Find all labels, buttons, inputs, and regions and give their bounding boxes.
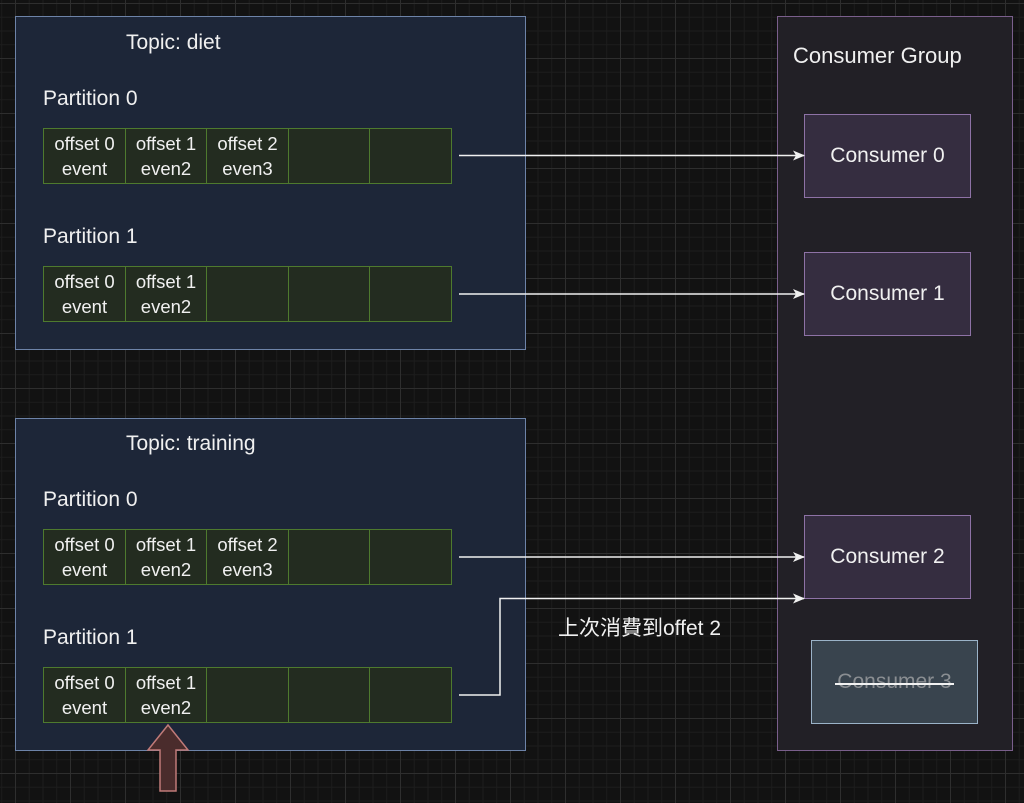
cell-offset: offset 1 (135, 672, 197, 693)
consumer-0-box: Consumer 0 (804, 114, 971, 198)
consumer-2-label: Consumer 2 (830, 545, 945, 568)
log-cell: offset 1 even2 (124, 667, 208, 723)
diet-partition-0-label: Partition 0 (43, 87, 138, 110)
cell-offset: offset 0 (54, 534, 115, 555)
log-cell-empty (206, 266, 289, 322)
log-cell: offset 0 event (43, 529, 126, 585)
log-cell: offset 0 event (43, 266, 126, 322)
cell-event: event (61, 296, 108, 317)
cell-event: event (61, 158, 108, 179)
cell-event: event (61, 697, 108, 718)
consumer-1-box: Consumer 1 (804, 252, 971, 336)
consumer-2-box: Consumer 2 (804, 515, 971, 599)
cell-event: event (61, 559, 108, 580)
log-cell: offset 2 even3 (206, 128, 289, 184)
log-cell-empty (369, 128, 452, 184)
diet-partition-0-log: offset 0 event offset 1 even2 offset 2 even… (43, 128, 452, 184)
log-cell-empty (287, 128, 371, 184)
log-cell: offset 0 event (43, 667, 126, 723)
cell-offset: offset 1 (135, 534, 197, 555)
cell-event: even2 (140, 559, 192, 580)
cell-event: even3 (222, 559, 273, 580)
cell-event: even2 (140, 697, 192, 718)
cell-offset: offset 0 (54, 133, 115, 154)
consumer-3-box-removed: Consumer 3 (811, 640, 978, 724)
cell-offset: offset 1 (135, 133, 197, 154)
log-cell-empty (287, 667, 371, 723)
diet-partition-1-label: Partition 1 (43, 225, 138, 248)
cell-offset: offset 2 (217, 534, 278, 555)
log-cell-empty (369, 529, 452, 585)
training-partition-1-label: Partition 1 (43, 626, 138, 649)
log-cell: offset 2 even3 (206, 529, 289, 585)
log-cell-empty (369, 266, 452, 322)
topic-diet-title: Topic: diet (126, 31, 221, 54)
consumer-0-label: Consumer 0 (830, 144, 945, 167)
log-cell: offset 1 even2 (124, 529, 208, 585)
topic-training-title: Topic: training (126, 432, 256, 455)
training-partition-0-log: offset 0 event offset 1 even2 offset 2 even… (43, 529, 452, 585)
cell-offset: offset 2 (217, 133, 278, 154)
diet-partition-1-log: offset 0 event offset 1 even2 (43, 266, 452, 322)
training-partition-0-label: Partition 0 (43, 488, 138, 511)
cell-offset: offset 0 (54, 672, 115, 693)
training-partition-1-log: offset 0 event offset 1 even2 (43, 667, 452, 723)
consumer-3-label: Consumer 3 (835, 670, 955, 693)
log-cell-empty (369, 667, 452, 723)
last-consumed-offset-note: 上次消費到offet 2 (558, 617, 721, 640)
cell-event: even2 (140, 296, 192, 317)
cell-event: even3 (222, 158, 273, 179)
log-cell: offset 0 event (43, 128, 126, 184)
topic-training-box: Topic: training Partition 0 offset 0 even… (15, 418, 526, 751)
log-cell: offset 1 even2 (124, 266, 208, 322)
log-cell-empty (206, 667, 289, 723)
log-cell-empty (287, 529, 371, 585)
consumer-group-title: Consumer Group (793, 43, 962, 68)
log-cell: offset 1 even2 (124, 128, 208, 184)
cell-offset: offset 0 (54, 271, 115, 292)
cell-offset: offset 1 (135, 271, 197, 292)
topic-diet-box: Topic: diet Partition 0 offset 0 event of… (15, 16, 526, 350)
log-cell-empty (287, 266, 371, 322)
consumer-1-label: Consumer 1 (830, 282, 945, 305)
cell-event: even2 (140, 158, 192, 179)
